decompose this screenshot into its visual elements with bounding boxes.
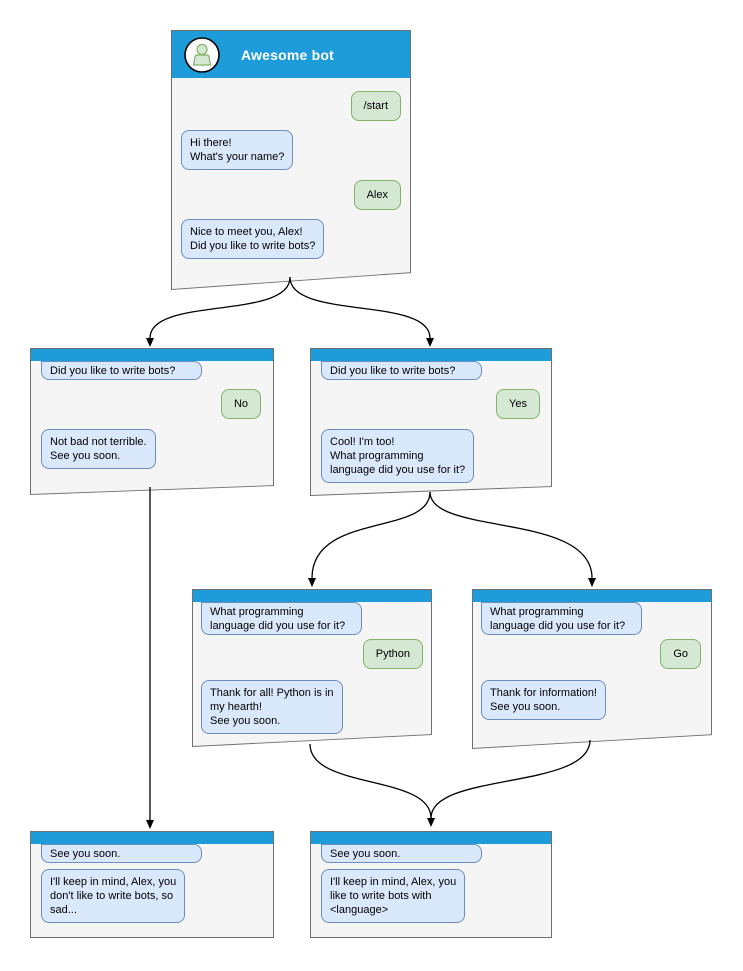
window-header [31, 349, 273, 361]
bot-message-bubble: Nice to meet you, Alex! Did you like to … [181, 219, 325, 259]
chat-window-branch-go: What programming language did you use fo… [472, 589, 712, 749]
edge-branch-go-to-end-yes [430, 739, 591, 819]
edge-branch-yes-to-branch-python [308, 491, 431, 587]
chat-window-branch-python: What programming language did you use fo… [192, 589, 432, 747]
user-message-bubble: /start [350, 91, 401, 121]
bot-message-bubble: Hi there! What's your name? [181, 130, 294, 170]
window-header [311, 349, 551, 361]
edge-branch-no-to-end-no [146, 487, 154, 829]
user-message-bubble: Go [660, 639, 701, 669]
user-message-bubble: No [220, 389, 261, 419]
bot-message-bubble: Did you like to write bots? [321, 361, 482, 380]
user-message-bubble: Python [362, 639, 423, 669]
user-message-bubble: Alex [353, 180, 401, 210]
chat-window-root: Awesome bot /start Hi there! What's your… [171, 30, 411, 290]
window-header [311, 832, 551, 844]
bot-message-bubble: See you soon. [321, 844, 482, 863]
bot-message-bubble: Did you like to write bots? [41, 361, 202, 380]
bot-message-bubble: What programming language did you use fo… [481, 602, 642, 635]
chat-window-end-no: See you soon. I'll keep in mind, Alex, y… [30, 831, 274, 938]
window-header [193, 590, 431, 602]
user-message-bubble: Yes [496, 389, 540, 419]
bot-message-bubble: Cool! I'm too! What programming language… [321, 429, 475, 483]
chat-window-branch-no: Did you like to write bots? No Not bad n… [30, 348, 274, 495]
bot-message-bubble: What programming language did you use fo… [201, 602, 362, 635]
bot-message-bubble: Thank for all! Python is in my hearth! S… [201, 680, 343, 734]
window-header [31, 832, 273, 844]
bot-message-bubble: I'll keep in mind, Alex, you like to wri… [321, 869, 466, 923]
bot-avatar-icon [184, 36, 220, 73]
bot-message-bubble: Thank for information! See you soon. [481, 680, 606, 720]
window-title: Awesome bot [241, 46, 334, 63]
edge-branch-yes-to-branch-go [429, 491, 596, 587]
chat-window-branch-yes: Did you like to write bots? Yes Cool! I'… [310, 348, 552, 496]
window-header: Awesome bot [172, 31, 410, 78]
bot-message-bubble: I'll keep in mind, Alex, you don't like … [41, 869, 186, 923]
bot-message-bubble: Not bad not terrible. See you soon. [41, 429, 156, 469]
window-header [473, 590, 711, 602]
chat-window-end-yes: See you soon. I'll keep in mind, Alex, y… [310, 831, 552, 938]
edge-branch-python-to-end-yes [309, 743, 435, 827]
bot-message-bubble: See you soon. [41, 844, 202, 863]
